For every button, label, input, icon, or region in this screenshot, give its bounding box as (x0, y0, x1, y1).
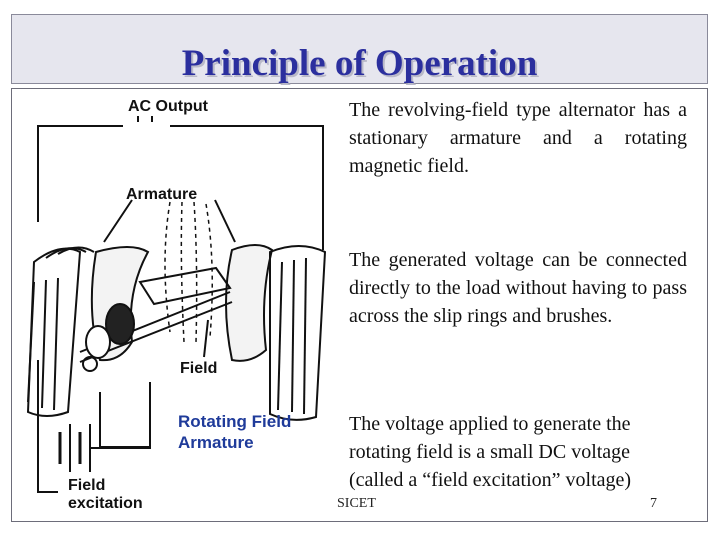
armature-label: Armature (126, 186, 198, 203)
title-bar: Principle of Operation (11, 14, 708, 84)
right-coil-line-1 (277, 261, 283, 411)
left-coil-1 (26, 247, 82, 417)
field-line-1 (164, 201, 171, 333)
rotor-loop (138, 266, 232, 306)
ac-output-wire-right (170, 125, 324, 250)
ac-output-label: AC Output (128, 98, 208, 115)
excitation-wire-bottom (99, 392, 150, 448)
field-line-3 (193, 201, 198, 343)
slip-ring-2 (85, 325, 111, 359)
excitation-wire-right (90, 382, 151, 449)
paragraph-3: The voltage applied to generate the rota… (349, 413, 632, 491)
paragraph-2: The generated voltage can be connected d… (349, 249, 687, 327)
left-coil-line-2 (41, 279, 47, 409)
armature-arrow-left (103, 199, 133, 243)
right-coil-1 (269, 245, 327, 421)
field-excitation-label-1: Field (68, 477, 106, 494)
field-arrow (203, 319, 209, 358)
left-coil-3 (57, 246, 95, 255)
left-coil-line-1 (27, 281, 35, 403)
rotating-field-armature-label: Rotating Field Armature (178, 411, 291, 453)
slide-title: Principle of Operation (181, 43, 538, 84)
left-coil-line-3 (53, 277, 59, 411)
rotating-label-line-1: Rotating Field (178, 412, 292, 431)
field-line-2 (180, 201, 185, 343)
brush (82, 356, 98, 372)
right-pole-piece (225, 244, 274, 362)
rotating-label-line-2: Armature (178, 433, 254, 452)
right-coil-line-2 (291, 259, 295, 413)
ac-output-wire-left (37, 125, 123, 222)
alternator-diagram (26, 116, 327, 493)
field-label: Field (180, 360, 218, 377)
footer-text: SICET (337, 496, 376, 511)
right-coil-line-3 (303, 257, 307, 415)
paragraph-1: The revolving-field type alternator has … (349, 99, 687, 177)
excitation-wire-left (37, 360, 58, 493)
ac-output-wire-top (137, 116, 153, 122)
armature-arrow-right (214, 199, 236, 243)
page-number: 7 (650, 496, 657, 511)
slip-ring (105, 303, 135, 345)
left-coil-2 (45, 247, 87, 259)
field-excitation-label-2: excitation (68, 495, 143, 512)
